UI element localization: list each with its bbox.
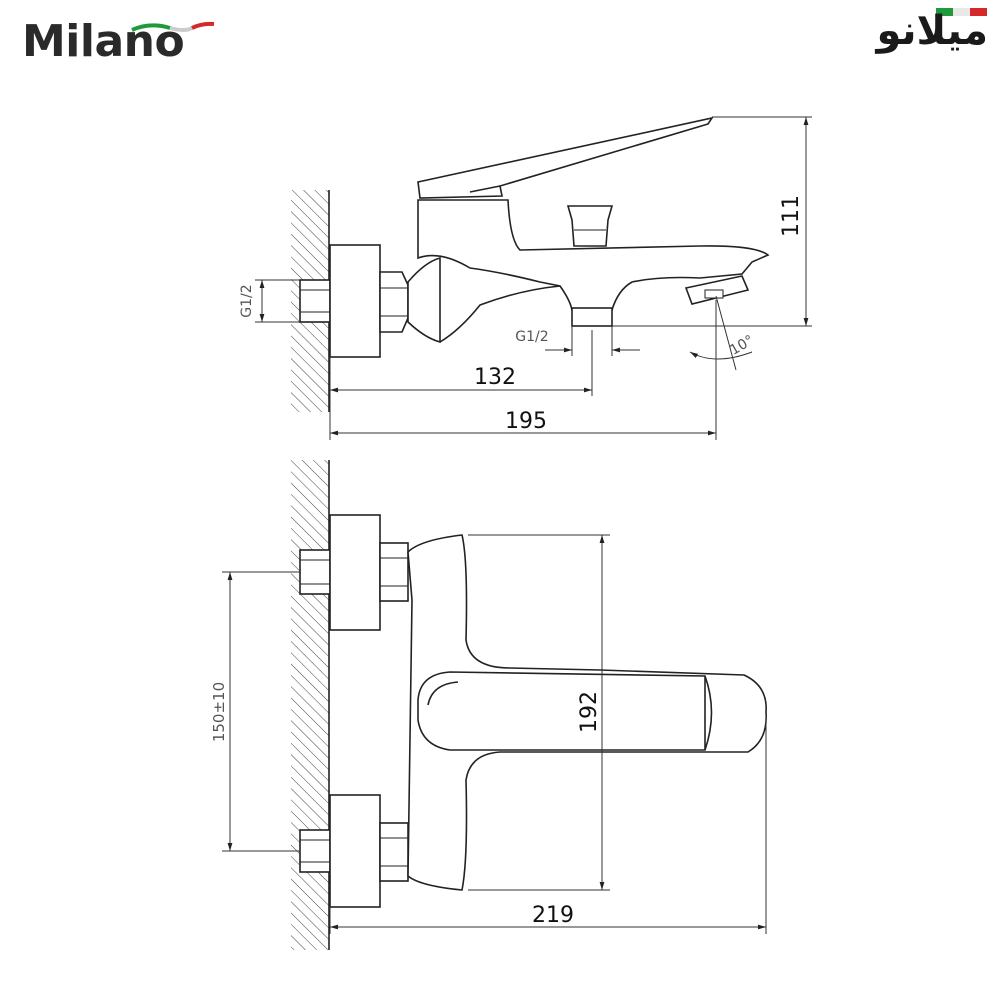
lever-top xyxy=(417,671,713,751)
hex-nut xyxy=(379,271,409,333)
side-view-dimensions xyxy=(255,116,812,440)
upper-flange xyxy=(329,514,381,631)
italian-flag-icon xyxy=(131,21,215,32)
dim-150-label: 150±10 xyxy=(210,682,228,742)
dim-height-label: 111 xyxy=(779,195,804,237)
side-view xyxy=(291,116,770,412)
milano-arabic-logo: میلانو xyxy=(812,4,994,66)
thread-wall-label: G1/2 xyxy=(239,284,255,317)
top-view-dimensions xyxy=(222,534,767,934)
wall-flange xyxy=(329,244,381,358)
upper-inlet-pipe xyxy=(299,549,331,595)
shower-outlet xyxy=(571,307,613,327)
milano-logo: Milano xyxy=(22,8,215,70)
italian-flag-icon xyxy=(936,8,987,16)
lower-flange xyxy=(329,794,381,908)
dim-132-label: 132 xyxy=(474,365,516,390)
diverter-knob xyxy=(566,205,614,247)
inlet-pipe xyxy=(299,279,331,323)
logo-arabic-text: میلانو xyxy=(876,8,988,54)
top-view xyxy=(291,460,767,950)
wall-hatch-top xyxy=(291,460,329,950)
lower-inlet-pipe xyxy=(299,829,331,873)
dim-195-label: 195 xyxy=(505,409,547,434)
lever-handle xyxy=(417,116,714,199)
mixer-body xyxy=(417,199,770,311)
dim-192-label: 192 xyxy=(577,691,602,733)
logo-latin-text: Milano xyxy=(22,16,185,67)
lower-nut xyxy=(379,822,409,882)
upper-nut xyxy=(379,542,409,602)
thread-outlet-label: G1/2 xyxy=(515,329,548,345)
dim-219-label: 219 xyxy=(532,903,574,928)
